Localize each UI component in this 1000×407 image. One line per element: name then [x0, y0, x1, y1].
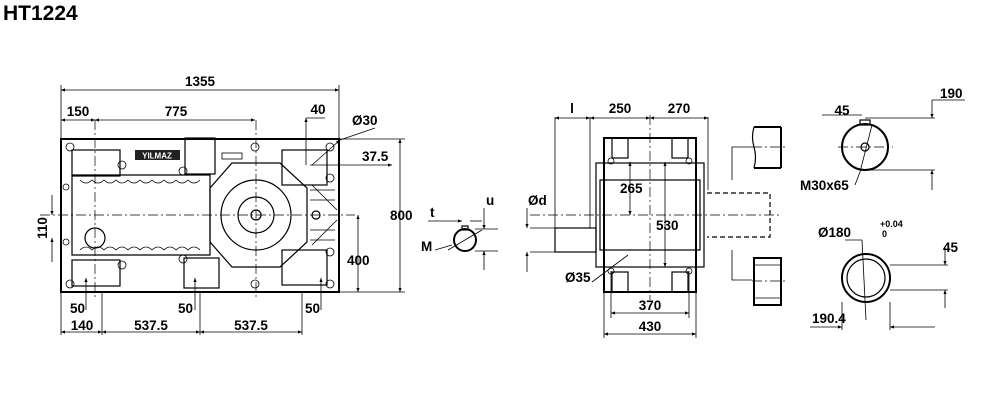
dim-265: 265 — [620, 181, 643, 196]
dim-overall-length: 1355 — [185, 74, 216, 89]
dim-775: 775 — [165, 104, 188, 119]
dim-270: 270 — [668, 101, 691, 116]
dim-430: 430 — [639, 319, 662, 334]
dim-150: 150 — [67, 104, 90, 119]
input-shaft — [554, 227, 597, 253]
brand-logo: YILMAZ — [142, 152, 172, 161]
dim-u: u — [486, 193, 494, 208]
dim-400: 400 — [347, 253, 370, 268]
dim-foot-50-left: 50 — [70, 301, 85, 316]
dim-190-4: 190.4 — [812, 311, 846, 326]
side-view: l 250 270 Ød 265 530 Ø35 370 430 — [525, 101, 780, 338]
dim-l: l — [570, 101, 574, 116]
dim-537-5-left: 537.5 — [134, 318, 168, 333]
gear-cover — [209, 162, 308, 268]
shaft-variants — [731, 126, 785, 306]
dim-foot-50-middle: 50 — [178, 301, 193, 316]
dim-110: 110 — [35, 217, 50, 239]
brand-plate — [135, 150, 180, 160]
mounting-holes — [62, 142, 335, 289]
dim-m: M — [421, 239, 432, 254]
dim-key-45-top: 45 — [834, 103, 850, 118]
dim-t: t — [430, 205, 435, 220]
dim-bore-dia: Ø180 — [818, 225, 851, 240]
gearbox-housing — [60, 138, 340, 293]
dim-40: 40 — [310, 102, 325, 117]
dim-530: 530 — [656, 218, 679, 233]
dim-250: 250 — [609, 101, 632, 116]
dim-foot-50-right: 50 — [305, 301, 320, 316]
dim-thread: M30x65 — [800, 178, 849, 193]
dim-190: 190 — [940, 86, 963, 101]
dim-shaft-dia: Ød — [528, 193, 547, 208]
output-shaft-detail: 45 190 M30x65 Ø180 +0.04 0 45 190.4 — [800, 86, 965, 330]
tolerance-upper: +0.04 — [880, 219, 903, 229]
model-title: HT1224 — [3, 2, 78, 25]
dim-800: 800 — [390, 208, 413, 223]
dim-537-5-right: 537.5 — [234, 318, 268, 333]
front-view: YILMAZ 1355 150 775 40 Ø30 37.5 800 400 — [35, 74, 413, 335]
dim-370: 370 — [639, 298, 662, 313]
dim-hole-dia-30: Ø30 — [352, 113, 378, 128]
dim-140: 140 — [71, 318, 94, 333]
dim-key-45-bottom: 45 — [943, 240, 959, 255]
tolerance-lower: 0 — [882, 229, 887, 239]
dim-37-5: 37.5 — [362, 149, 389, 164]
shaft-key-view: t u M — [421, 193, 498, 270]
dim-hole-dia-35: Ø35 — [565, 270, 591, 285]
